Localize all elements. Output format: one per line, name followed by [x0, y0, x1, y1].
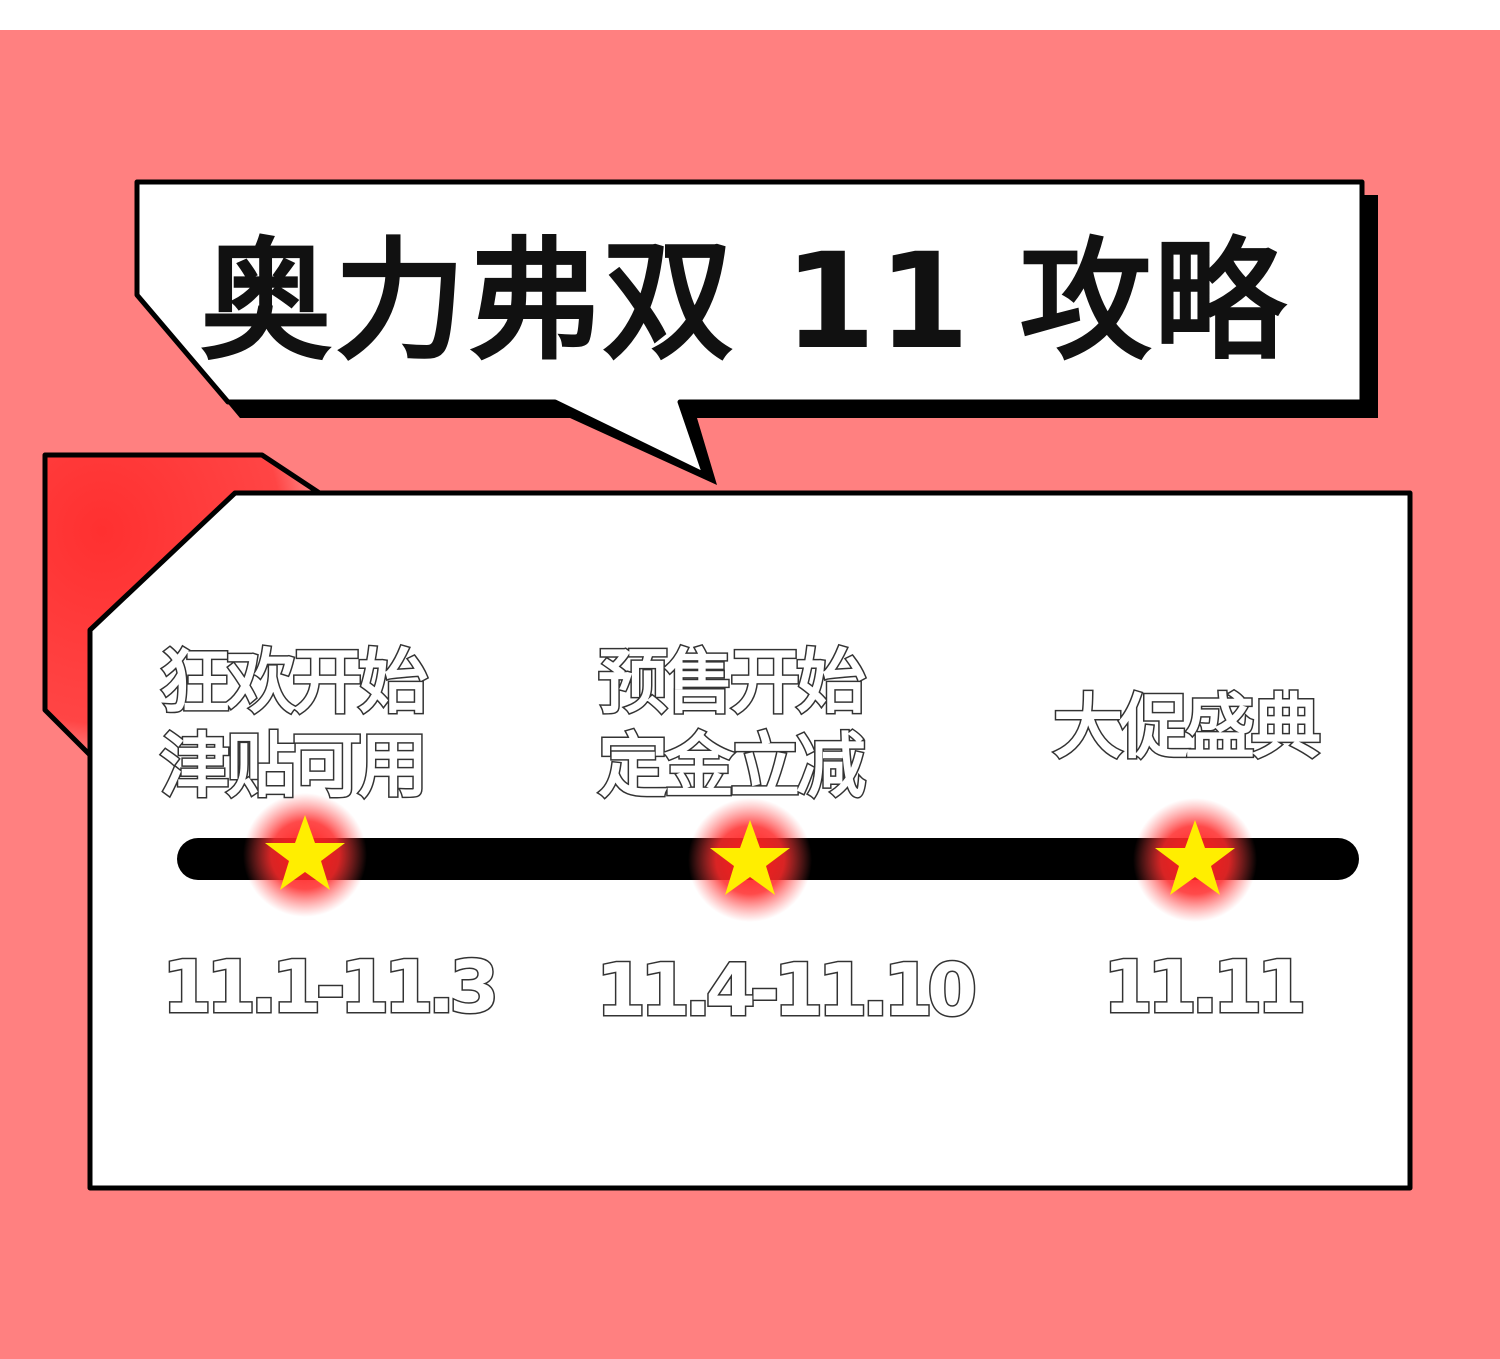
milestone-label-line: 预售开始 [597, 640, 868, 725]
speech-bubble [134, 179, 1365, 478]
milestone-label-1: 狂欢开始 津贴可用 [159, 640, 430, 809]
milestone-date-1: 11.1-11.3 [160, 944, 500, 1031]
milestone-date-3: 11.11 [1102, 944, 1309, 1031]
milestone-label-line: 定金立减 [597, 724, 868, 809]
milestone-label-line: 大促盛典 [1052, 685, 1323, 770]
milestone-label-3: 大促盛典 [1052, 685, 1323, 770]
star-icon [265, 815, 345, 890]
star-icon [710, 820, 790, 895]
page-title: 奥力弗双 11 攻略 [200, 224, 1288, 379]
star-icon [1155, 820, 1235, 895]
milestone-label-2: 预售开始 定金立减 [597, 640, 868, 809]
milestone-date-2: 11.4-11.10 [594, 947, 978, 1034]
milestone-label-line: 狂欢开始 [159, 640, 430, 725]
milestone-label-line: 津贴可用 [159, 724, 430, 809]
